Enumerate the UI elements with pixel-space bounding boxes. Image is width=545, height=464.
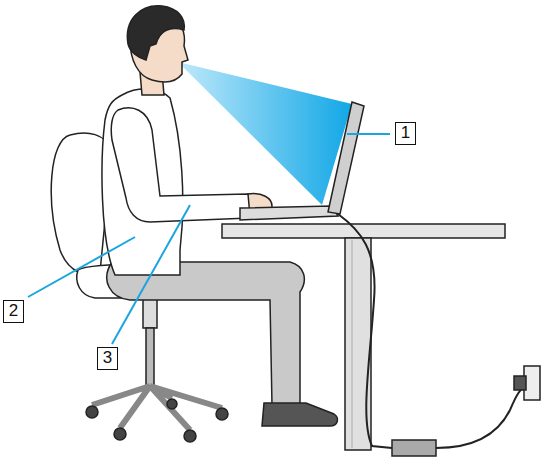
view-beam — [178, 62, 352, 205]
callout-number: 3 — [97, 347, 118, 370]
laptop — [240, 102, 364, 220]
callout-number: 2 — [3, 300, 24, 323]
leader-line — [28, 134, 390, 344]
seated-person — [102, 6, 337, 426]
power-cable — [338, 214, 528, 448]
callout-number: 1 — [395, 122, 416, 145]
power-adapter — [392, 440, 436, 456]
wall-socket — [514, 366, 540, 400]
desk — [222, 224, 505, 450]
